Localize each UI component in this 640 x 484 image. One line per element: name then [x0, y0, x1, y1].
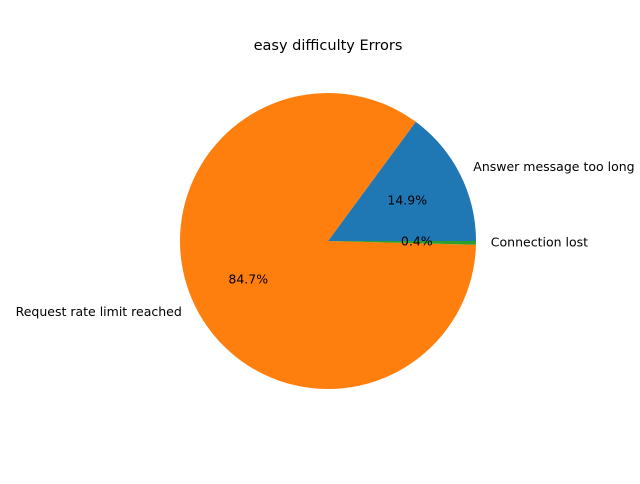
slice-label-connection-lost: Connection lost: [491, 235, 588, 250]
slice-percent-connection-lost: 0.4%: [401, 234, 433, 249]
chart-title: easy difficulty Errors: [254, 38, 403, 54]
pie-labels: Answer message too long 14.9% Request rate…: [16, 159, 635, 319]
pie-slices: [179, 92, 476, 389]
pie-slice-answer-message-too-long: [328, 121, 476, 241]
slice-percent-answer-message-too-long: 14.9%: [387, 192, 427, 207]
pie-slice-connection-lost: [328, 241, 476, 245]
slice-percent-request-rate-limit-reached: 84.7%: [228, 272, 268, 287]
slice-label-answer-message-too-long: Answer message too long: [473, 159, 634, 174]
slice-label-request-rate-limit-reached: Request rate limit reached: [16, 304, 182, 319]
pie-slice-request-rate-limit-reached: [179, 92, 476, 389]
